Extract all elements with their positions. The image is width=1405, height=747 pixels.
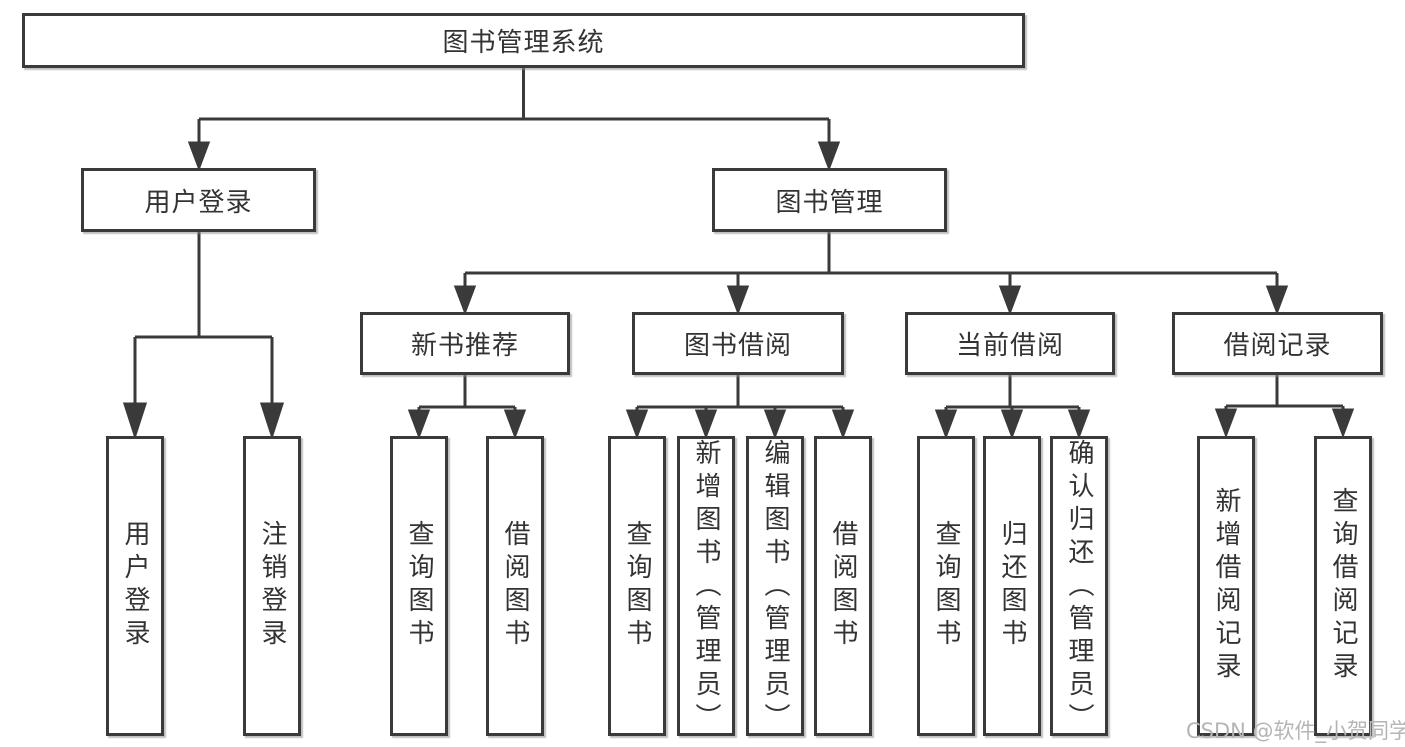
connector-book-borrow-children: [625, 375, 855, 440]
node-current-borrow-label: 当前借阅: [955, 331, 1064, 361]
leaf-borrow-edit-book: 编辑图书（管理员）: [746, 436, 804, 736]
connector-new-book-children: [407, 375, 527, 440]
leaf-borrow-query: 查询图书: [608, 436, 666, 736]
node-current-borrow: 当前借阅: [905, 312, 1115, 375]
connector-book-management-sections: [453, 231, 1289, 316]
leaf-user-login-label: 用户登录: [120, 520, 150, 652]
node-book-management-label: 图书管理: [775, 187, 884, 218]
connector-current-borrow-children: [934, 375, 1091, 440]
leaf-logout: 注销登录: [243, 436, 301, 736]
leaf-add-borrow-record-label: 新增借阅记录: [1211, 487, 1241, 685]
node-book-management: 图书管理: [712, 168, 947, 232]
node-borrow-record: 借阅记录: [1172, 312, 1383, 375]
node-borrow-record-label: 借阅记录: [1223, 331, 1332, 361]
leaf-return-book-label: 归还图书: [997, 520, 1027, 652]
leaf-user-login: 用户登录: [106, 436, 164, 736]
leaf-borrow-edit-book-label: 编辑图书（管理员）: [760, 439, 790, 736]
leaf-logout-label: 注销登录: [257, 520, 287, 652]
leaf-borrow-book: 借阅图书: [814, 436, 872, 736]
leaf-borrow-query-label: 查询图书: [622, 520, 652, 652]
leaf-borrow-book-label: 借阅图书: [828, 520, 858, 652]
watermark: CSDN @软件_小贺同学: [1186, 719, 1405, 743]
leaf-newbook-borrow-label: 借阅图书: [500, 520, 530, 652]
leaf-borrow-add-book: 新增图书（管理员）: [677, 436, 735, 736]
node-book-borrow-label: 图书借阅: [683, 331, 792, 361]
leaf-newbook-borrow: 借阅图书: [486, 436, 544, 736]
leaf-query-borrow-record-label: 查询借阅记录: [1328, 487, 1358, 685]
leaf-newbook-query: 查询图书: [390, 436, 448, 736]
node-system-root: 图书管理系统: [22, 13, 1025, 68]
node-book-borrow: 图书借阅: [632, 312, 844, 375]
leaf-confirm-return: 确认归还（管理员）: [1050, 436, 1108, 736]
leaf-current-query: 查询图书: [917, 436, 975, 736]
leaf-current-query-label: 查询图书: [931, 520, 961, 652]
leaf-borrow-add-book-label: 新增图书（管理员）: [691, 439, 721, 736]
node-system-root-label: 图书管理系统: [442, 28, 605, 58]
leaf-return-book: 归还图书: [983, 436, 1041, 736]
leaf-add-borrow-record: 新增借阅记录: [1197, 436, 1255, 736]
node-user-login: 用户登录: [81, 168, 316, 232]
node-new-book-recommend: 新书推荐: [360, 312, 570, 375]
node-user-login-label: 用户登录: [144, 187, 253, 218]
leaf-confirm-return-label: 确认归还（管理员）: [1064, 439, 1094, 736]
connector-root-to-level2: [187, 68, 841, 172]
leaf-newbook-query-label: 查询图书: [404, 520, 434, 652]
leaf-query-borrow-record: 查询借阅记录: [1314, 436, 1372, 736]
connector-user-login-children: [122, 231, 285, 440]
connector-borrow-record-children: [1214, 375, 1355, 439]
node-new-book-recommend-label: 新书推荐: [410, 331, 519, 361]
